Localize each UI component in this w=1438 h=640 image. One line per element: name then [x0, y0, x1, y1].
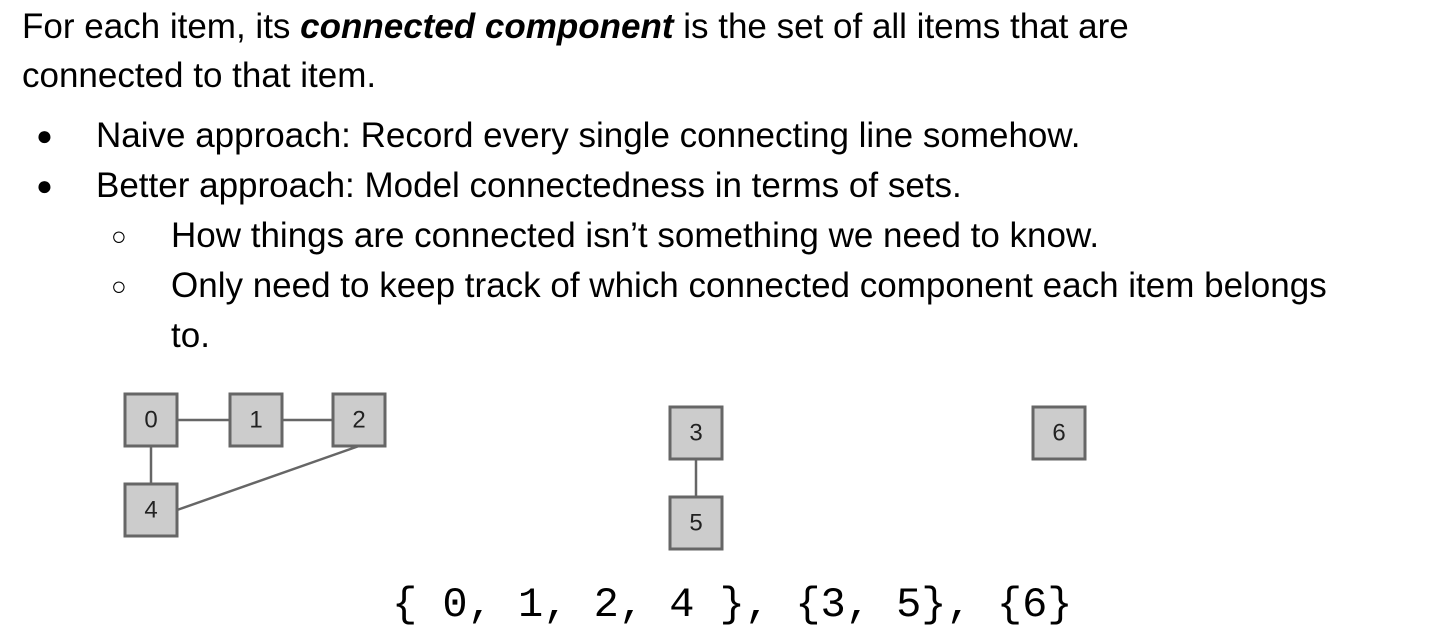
node-label: 5	[689, 509, 702, 536]
nodes-layer: 0 1 2 3 4 5 6	[123, 392, 1087, 551]
sub-list: ○ How things are connected isn’t somethi…	[111, 211, 1336, 361]
list-item-naive: ● Naive approach: Record every single co…	[36, 111, 1336, 161]
list-item-better: ● Better approach: Model connectedness i…	[36, 161, 1336, 361]
sub-list-item-text: How things are connected isn’t something…	[171, 216, 1100, 255]
node-1: 1	[228, 392, 284, 448]
edge-2-4	[176, 444, 360, 512]
sub-list-item-text: Only need to keep track of which connect…	[171, 266, 1327, 355]
node-box	[331, 392, 387, 448]
intro-text-before: For each item, its	[22, 7, 301, 46]
bullet-icon: ●	[36, 120, 53, 151]
node-3: 3	[668, 405, 724, 461]
node-label: 0	[144, 406, 157, 433]
connected-component-term: connected component	[300, 7, 674, 46]
node-box	[668, 495, 724, 551]
node-6: 6	[1031, 405, 1087, 461]
node-label: 6	[1052, 419, 1065, 446]
node-label: 3	[689, 419, 702, 446]
node-4: 4	[123, 482, 179, 538]
node-box	[228, 392, 284, 448]
hollow-bullet-icon: ○	[111, 221, 127, 251]
node-box	[668, 405, 724, 461]
approach-list: ● Naive approach: Record every single co…	[36, 111, 1336, 361]
list-item-text: Naive approach: Record every single conn…	[96, 116, 1081, 155]
intro-paragraph: For each item, its connected component i…	[22, 2, 1282, 100]
intro-text-after: is the set of all items that are connect…	[22, 7, 1129, 95]
hollow-bullet-icon: ○	[111, 271, 127, 301]
node-box	[123, 482, 179, 538]
list-item-text: Better approach: Model connectedness in …	[96, 166, 962, 205]
edges-layer	[149, 418, 698, 512]
node-0: 0	[123, 392, 179, 448]
node-5: 5	[668, 495, 724, 551]
sub-list-item: ○ Only need to keep track of which conne…	[111, 261, 1336, 361]
connectivity-diagram: 0 1 2 3 4 5 6	[123, 392, 1087, 551]
node-box	[1031, 405, 1087, 461]
node-label: 1	[249, 406, 262, 433]
node-label: 4	[144, 496, 157, 523]
connected-components-sets: { 0, 1, 2, 4 }, {3, 5}, {6}	[392, 581, 1073, 629]
sub-list-item: ○ How things are connected isn’t somethi…	[111, 211, 1336, 261]
node-2: 2	[331, 392, 387, 448]
node-label: 2	[352, 406, 365, 433]
node-box	[123, 392, 179, 448]
bullet-icon: ●	[36, 170, 53, 201]
